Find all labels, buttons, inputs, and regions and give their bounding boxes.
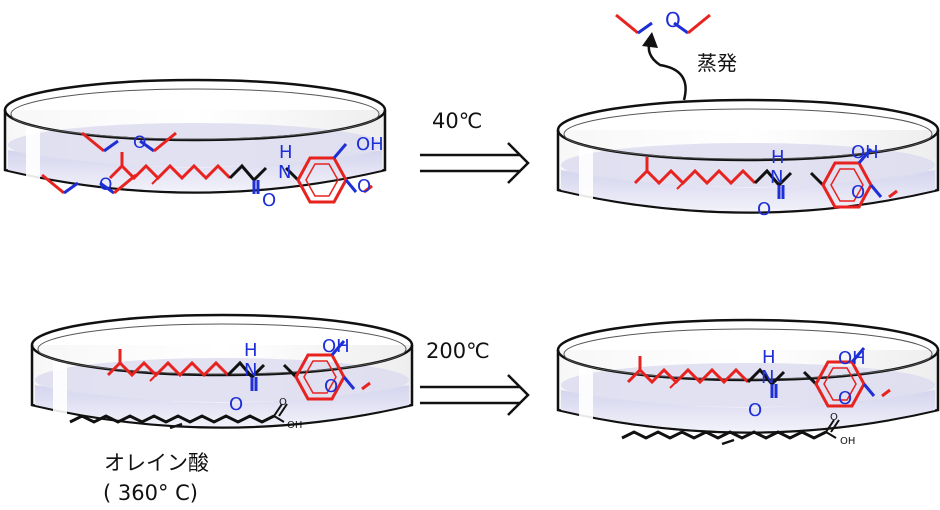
acid-carbonyl-oxygen: O	[830, 412, 838, 423]
acid-hydroxyl: OH	[840, 436, 855, 447]
petri-dish-bottom-left	[30, 313, 414, 429]
acid-carbonyl-oxygen: O	[279, 397, 287, 408]
hydroxyl-label: OH	[356, 134, 384, 155]
hydrogen-label: H	[244, 340, 258, 361]
temperature-label-top: 40℃	[432, 109, 482, 133]
evaporated-ether	[614, 13, 712, 35]
methoxy-oxygen: O	[838, 388, 852, 409]
hydrogen-label: H	[771, 147, 785, 168]
hydrogen-label: H	[279, 142, 293, 163]
temperature-label-bottom: 200℃	[426, 339, 490, 363]
evaporation-label: 蒸発	[697, 51, 737, 75]
methoxy-oxygen: O	[357, 176, 371, 197]
ether-oxygen-2: O	[99, 175, 112, 195]
carbonyl-oxygen: O	[262, 190, 276, 211]
ether-oxygen-1: O	[133, 133, 146, 153]
carbonyl-oxygen: O	[748, 400, 762, 421]
evaporated-ether-oxygen: O	[665, 8, 681, 32]
reaction-arrow-top	[418, 141, 530, 185]
nitrogen-label: N	[278, 162, 291, 183]
nitrogen-label: N	[770, 167, 783, 188]
hydroxyl-label: OH	[322, 336, 350, 357]
evaporation-arrow	[647, 39, 687, 101]
nitrogen-label: N	[761, 367, 774, 388]
methoxy-oxygen: O	[851, 182, 865, 203]
carbonyl-oxygen: O	[757, 199, 771, 220]
solvent-boiling-point: ( 360° C)	[103, 481, 198, 505]
carbonyl-oxygen: O	[229, 394, 243, 415]
solvent-name: オレイン酸	[104, 451, 209, 475]
methoxy-oxygen: O	[324, 376, 338, 397]
petri-dish-top-left	[3, 78, 387, 194]
reaction-arrow-bottom	[418, 373, 530, 417]
evaporation-arrow-head	[642, 32, 658, 48]
hydrogen-label: H	[762, 347, 776, 368]
nitrogen-label: N	[244, 360, 257, 381]
hydroxyl-label: OH	[851, 142, 879, 163]
hydroxyl-label: OH	[838, 348, 866, 369]
acid-hydroxyl: OH	[287, 420, 302, 431]
